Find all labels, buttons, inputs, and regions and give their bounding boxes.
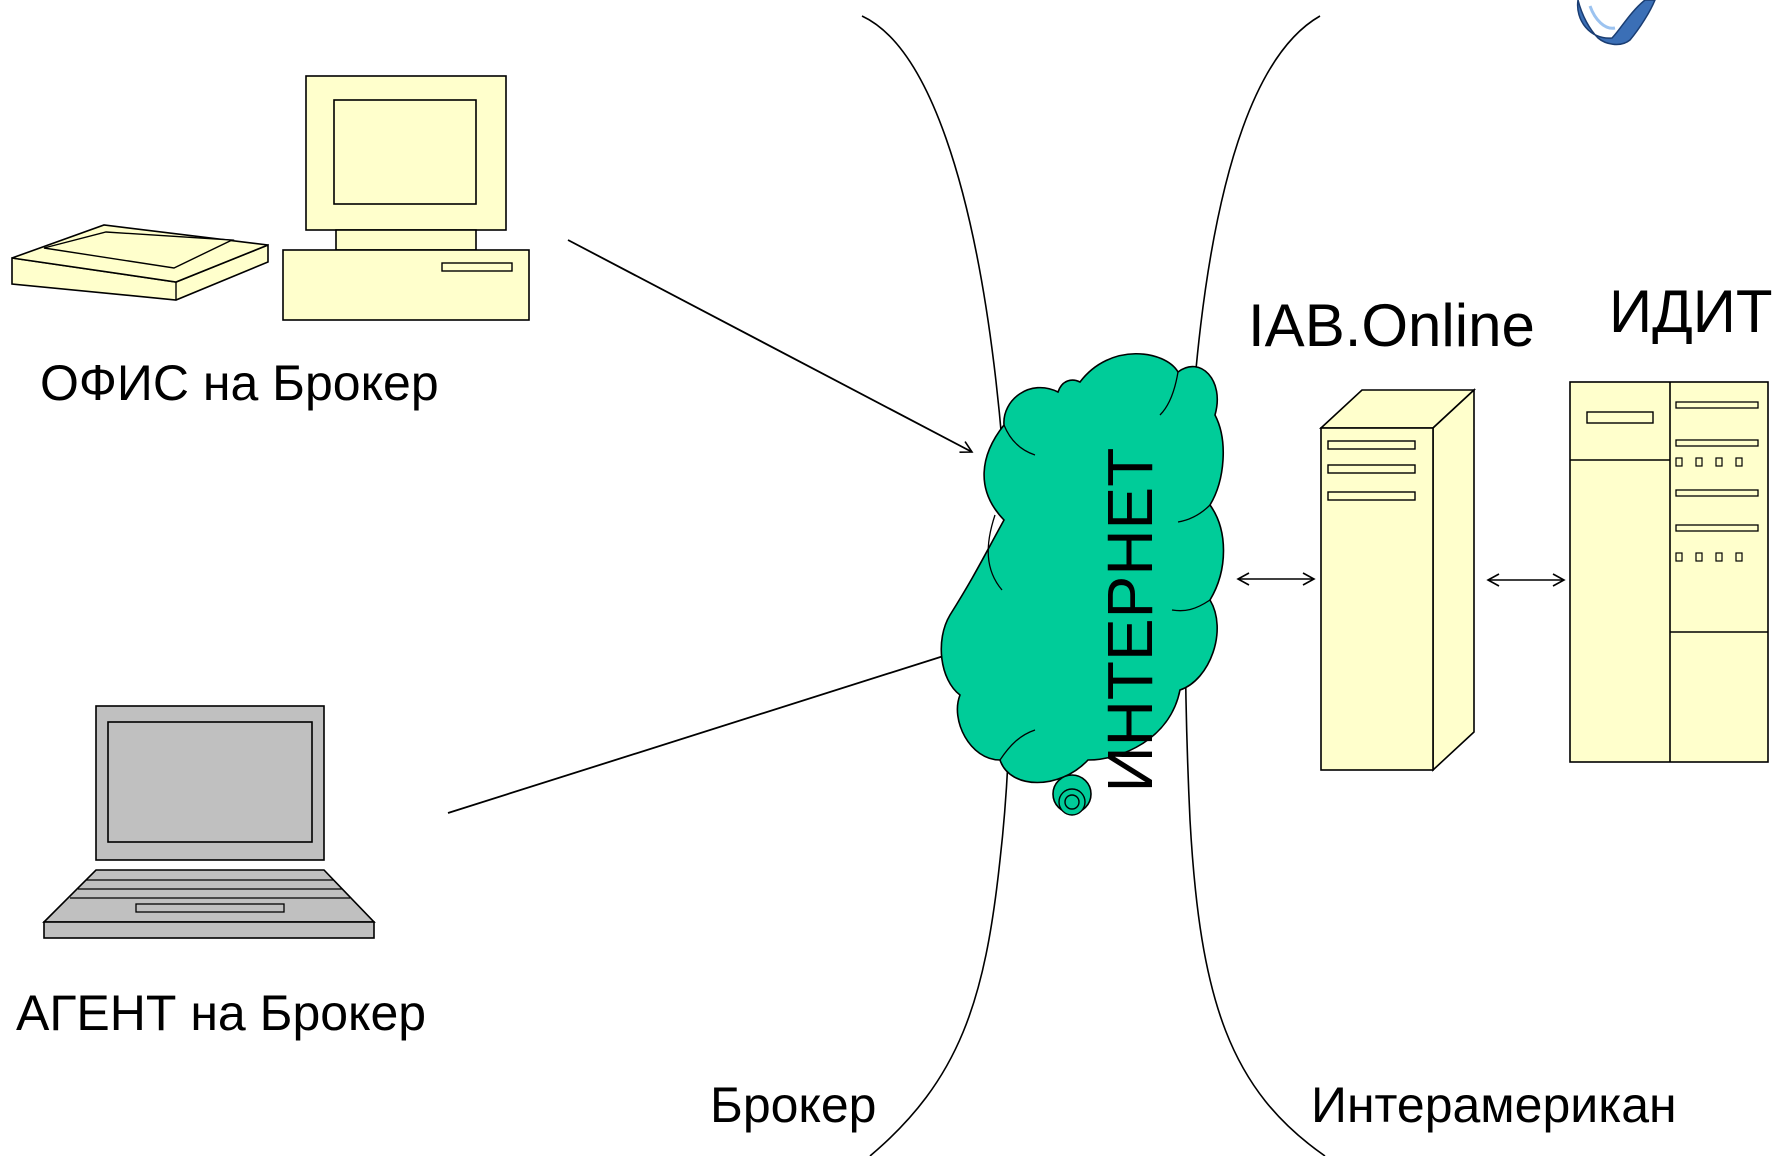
broker-zone-label: Брокер xyxy=(710,1077,877,1133)
logo-icon xyxy=(1576,0,1656,46)
agent-to-internet-arrow xyxy=(447,643,974,814)
office-to-internet-arrow xyxy=(567,239,974,454)
idit-label: ИДИТ xyxy=(1609,278,1773,345)
internet-cloud-icon xyxy=(940,352,1225,816)
idit-server-icon xyxy=(1569,381,1769,763)
iab-online-label: IAB.Online xyxy=(1248,292,1535,359)
office-label: ОФИС на Брокер xyxy=(40,355,439,411)
laptop-icon xyxy=(42,705,376,939)
interamerican-zone-label: Интерамерикан xyxy=(1311,1077,1677,1133)
desktop-computer-icon xyxy=(282,75,530,321)
iab-online-server-icon xyxy=(1318,388,1477,772)
scanner-icon xyxy=(11,224,269,301)
internet-label: ИНТЕРНЕТ xyxy=(1094,447,1166,793)
agent-label: АГЕНТ на Брокер xyxy=(16,985,427,1041)
